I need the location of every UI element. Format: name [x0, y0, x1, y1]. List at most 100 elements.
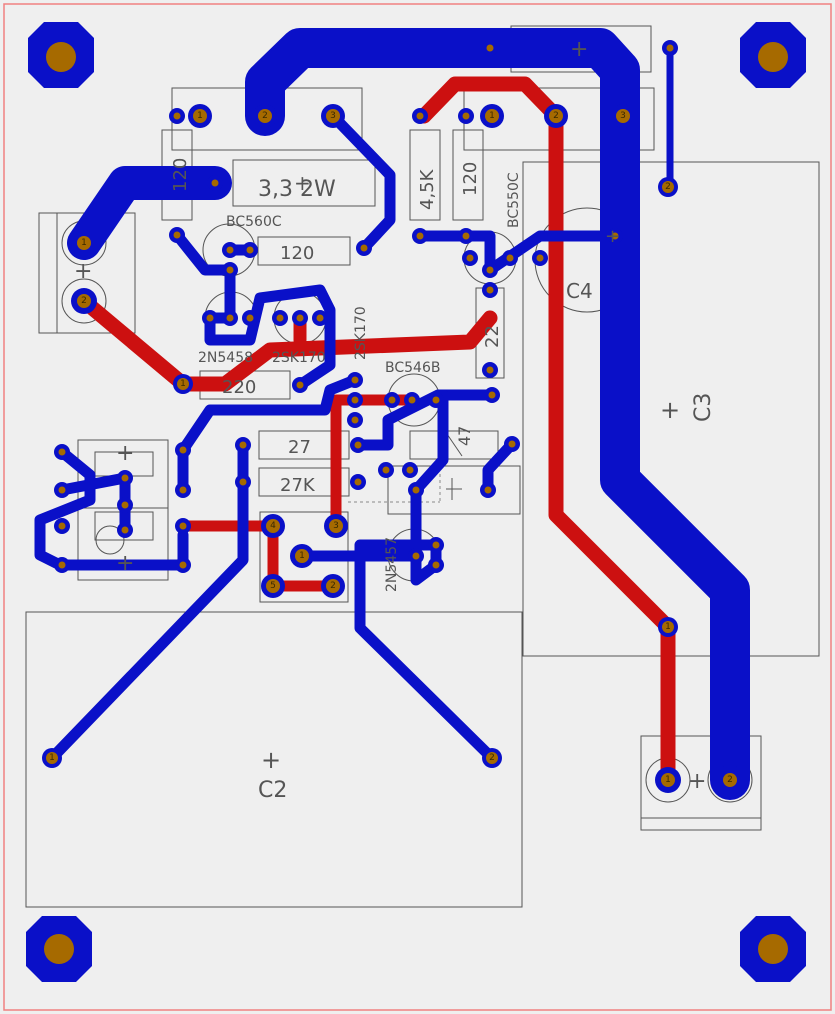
res-47-mark — [446, 433, 463, 457]
mount-hole-br-drill — [758, 934, 788, 964]
pad-label: 1 — [197, 111, 203, 121]
solder-pad-drill — [173, 112, 181, 120]
blue-trace-b — [414, 230, 496, 276]
res-47-outline — [409, 430, 499, 460]
mount-hole-tr-drill — [758, 42, 788, 72]
plus-in-conn: + — [74, 259, 92, 284]
label-res-120-a: 120 — [170, 158, 191, 192]
solder-pad-drill — [486, 366, 494, 374]
mount-hole-bl-drill — [44, 934, 74, 964]
solder-pad-drill — [432, 561, 440, 569]
solder-pad-drill — [226, 246, 234, 254]
plus-c3: + — [660, 396, 680, 424]
solder-pad-drill — [58, 561, 66, 569]
solder-pad-drill — [466, 254, 474, 262]
label-res-120-c: 120 — [280, 243, 314, 264]
label-bc550c: BC550C — [506, 172, 522, 228]
pad-label: 1 — [489, 111, 495, 121]
res-3w-outline — [232, 159, 376, 207]
label-res-27: 27 — [288, 437, 311, 458]
solder-pad-drill — [58, 448, 66, 456]
blue-power-main — [245, 28, 750, 800]
diode-outline — [387, 465, 521, 515]
pad-label: 2 — [262, 111, 268, 121]
solder-pad-drill — [508, 440, 516, 448]
solder-pad-drill — [239, 441, 247, 449]
label-2sk170-b: 2SK170 — [353, 306, 369, 360]
solder-pad-drill — [226, 314, 234, 322]
pad-label: 1 — [81, 238, 87, 248]
red-trace-3 — [179, 520, 339, 592]
mounting-holes — [26, 22, 806, 982]
pad-label: 1 — [49, 753, 55, 763]
label-bc546b: BC546B — [385, 360, 440, 376]
solder-pad-drill — [416, 232, 424, 240]
component-labels: 3,3 2W 120 220 27 27K BC560C BC546B 2N54… — [74, 37, 716, 803]
solder-pad-drill — [382, 466, 390, 474]
plus-switch-top: + — [116, 441, 134, 466]
solder-pad-drill — [246, 246, 254, 254]
solder-pad-drill — [406, 466, 414, 474]
numbered-pads: 1 2 3 1 2 3 1 2 1 2 4 3 1 5 2 1 2 1 — [42, 104, 745, 795]
label-res-47: 47 — [455, 426, 474, 446]
label-2sk170-a: 2SK170 — [272, 350, 326, 366]
plus-c4: + — [605, 226, 620, 247]
blue-input-wide — [67, 166, 232, 260]
pad-label: 3 — [330, 111, 336, 121]
solder-pad-drill — [432, 396, 440, 404]
pad-label: 1 — [665, 775, 671, 785]
plus-out-conn: + — [688, 769, 706, 794]
pad-label: 3 — [333, 521, 339, 531]
solder-pad-drill — [206, 314, 214, 322]
solder-pad-drill — [179, 522, 187, 530]
label-res-3w: 3,3 2W — [258, 177, 336, 202]
pad-label: 2 — [665, 182, 671, 192]
c2-outline — [25, 611, 523, 908]
solder-pad-drill — [536, 254, 544, 262]
solder-pad-drill — [226, 266, 234, 274]
solder-pad-drill — [296, 314, 304, 322]
label-res-4k5: 4,5K — [417, 168, 438, 210]
solder-pad-drill — [121, 501, 129, 509]
label-c3: C3 — [691, 393, 716, 422]
solder-pad-drill — [121, 526, 129, 534]
solder-pad-drill — [351, 396, 359, 404]
small-pads — [54, 40, 678, 573]
solder-pad-drill — [179, 446, 187, 454]
pad-label: 2 — [81, 296, 87, 306]
solder-pad-drill — [432, 541, 440, 549]
label-res-120-b: 120 — [460, 162, 481, 196]
blue-traces — [34, 28, 750, 800]
blue-trace-h — [352, 389, 498, 451]
switch-ring — [95, 525, 125, 555]
conn-in-ring-2 — [61, 278, 107, 324]
solder-pad-drill — [246, 314, 254, 322]
solder-pad-drill — [416, 112, 424, 120]
solder-pad-drill — [276, 314, 284, 322]
pad-label: 2 — [489, 753, 495, 763]
solder-pad-drill — [486, 44, 494, 52]
pad-label: 1 — [299, 551, 305, 561]
solder-pad-drill — [484, 486, 492, 494]
res-27-outline — [258, 430, 350, 460]
red-trace-1 — [76, 293, 498, 392]
pad-label: 3 — [620, 111, 626, 121]
solder-pad-drill — [354, 478, 362, 486]
plus-switch-bottom: + — [116, 551, 134, 576]
solder-pad-drill — [488, 391, 496, 399]
solder-pad-drill — [360, 244, 368, 252]
solder-pad-drill — [388, 396, 396, 404]
label-2n5458: 2N5458 — [198, 350, 253, 366]
res-27k-outline — [258, 467, 350, 497]
solder-pad-drill — [58, 522, 66, 530]
solder-pad-drill — [121, 474, 129, 482]
solder-pad-drill — [58, 486, 66, 494]
plus-3w: + — [294, 171, 311, 195]
solder-pad-drill — [408, 396, 416, 404]
label-res-220: 220 — [222, 377, 256, 398]
blue-trace-a — [327, 110, 396, 254]
label-2n5457: 2N5457 — [384, 537, 400, 592]
solder-pad-drill — [296, 381, 304, 389]
output-connector-outline — [640, 735, 762, 831]
